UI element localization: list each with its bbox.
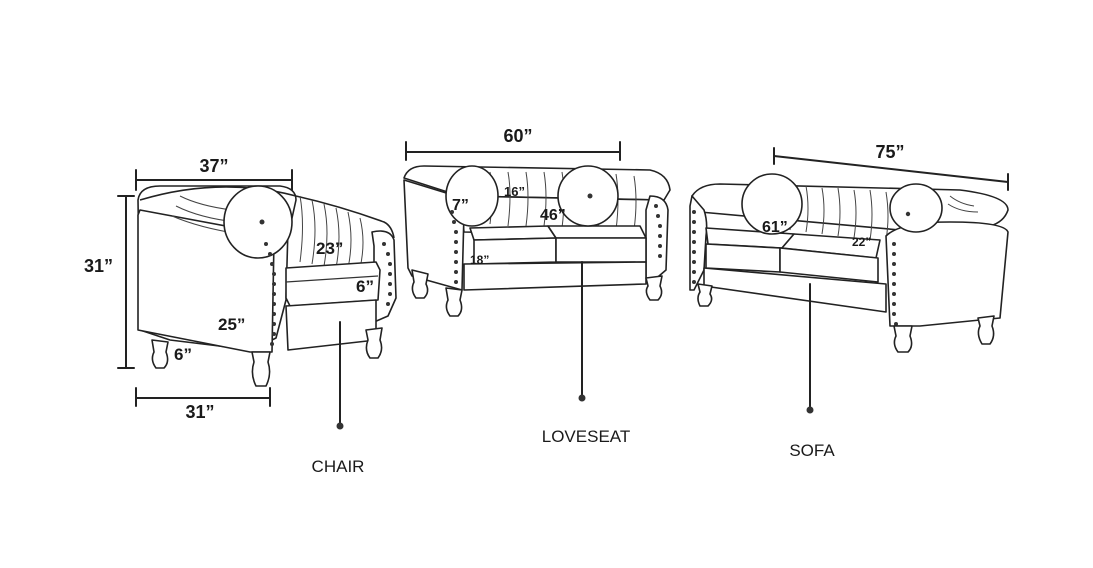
loveseat-pillow-button [587,193,593,199]
chair-width-label: 37” [199,156,228,176]
loveseat-pointer-dot [578,394,586,402]
sofa-pillow-left [741,173,803,235]
sofa-seat-depth-label: 22” [852,235,871,249]
sofa-front-apron [703,267,887,313]
chair-nailhead-trim [264,242,392,346]
sofa-seat-width-label: 61” [762,219,788,236]
sofa-leg-front-left [893,325,913,353]
sofa-seat-cushion-left-front [705,243,781,273]
sofa-drawing: 75” [689,142,1009,460]
loveseat-back-height-label: 16” [504,184,525,199]
loveseat-arm-label: 7” [452,197,469,214]
chair-leg-label: 6” [174,345,192,364]
chair-caption: CHAIR [312,457,365,476]
chair-cushion-label: 6” [356,277,374,296]
sofa-pillow-right [889,183,943,233]
sofa-leg-back-left [697,283,713,307]
loveseat-front-apron [463,261,647,291]
sofa-right-arm [885,221,1009,327]
chair-pillow-button [259,219,265,225]
loveseat-nailhead-trim [450,204,662,284]
loveseat-leg-front-left [445,287,463,317]
chair-height-label: 31” [84,256,113,276]
chair-back-top-edge [139,186,395,239]
chair-leg-front-right [365,327,383,359]
loveseat-leg-front-right [645,275,663,301]
sofa-pillow-button [905,211,911,217]
sofa-caption: SOFA [789,441,835,460]
loveseat-seat-cushion-right-front [555,237,647,263]
chair-drawing: 37” 31” 31” [84,156,397,476]
sofa-width-label: 75” [875,142,904,162]
chair-seat-height-label: 25” [218,315,245,334]
loveseat-seat-cushion-right-top [547,225,647,239]
loveseat-drawing: 60” [403,126,671,446]
sofa-nailhead-trim [692,210,898,326]
chair-front-apron [285,299,377,351]
chair-seat-cushion [285,261,381,307]
chair-back-height-label: 23” [316,239,343,258]
sofa-width-line [773,155,1009,183]
sofa-leg-front-right [977,315,995,345]
loveseat-seat-width-label: 46” [540,207,566,224]
chair-depth-label: 31” [185,402,214,422]
sofa-pointer-dot [806,406,814,414]
chair-pointer-dot [336,422,344,430]
chair-leg-front-left [251,351,271,387]
loveseat-pillow-left [445,165,499,227]
loveseat-right-arm [645,195,669,283]
loveseat-caption: LOVESEAT [542,427,631,446]
loveseat-leg-back-left [411,269,429,299]
loveseat-width-label: 60” [503,126,532,146]
chair-leg-back-left [151,339,169,369]
chair-cushion-seam [285,275,379,283]
chair-round-pillow [223,185,293,259]
sofa-seat-cushion-right-front [779,247,879,283]
loveseat-seat-height-label: 18” [470,253,489,267]
